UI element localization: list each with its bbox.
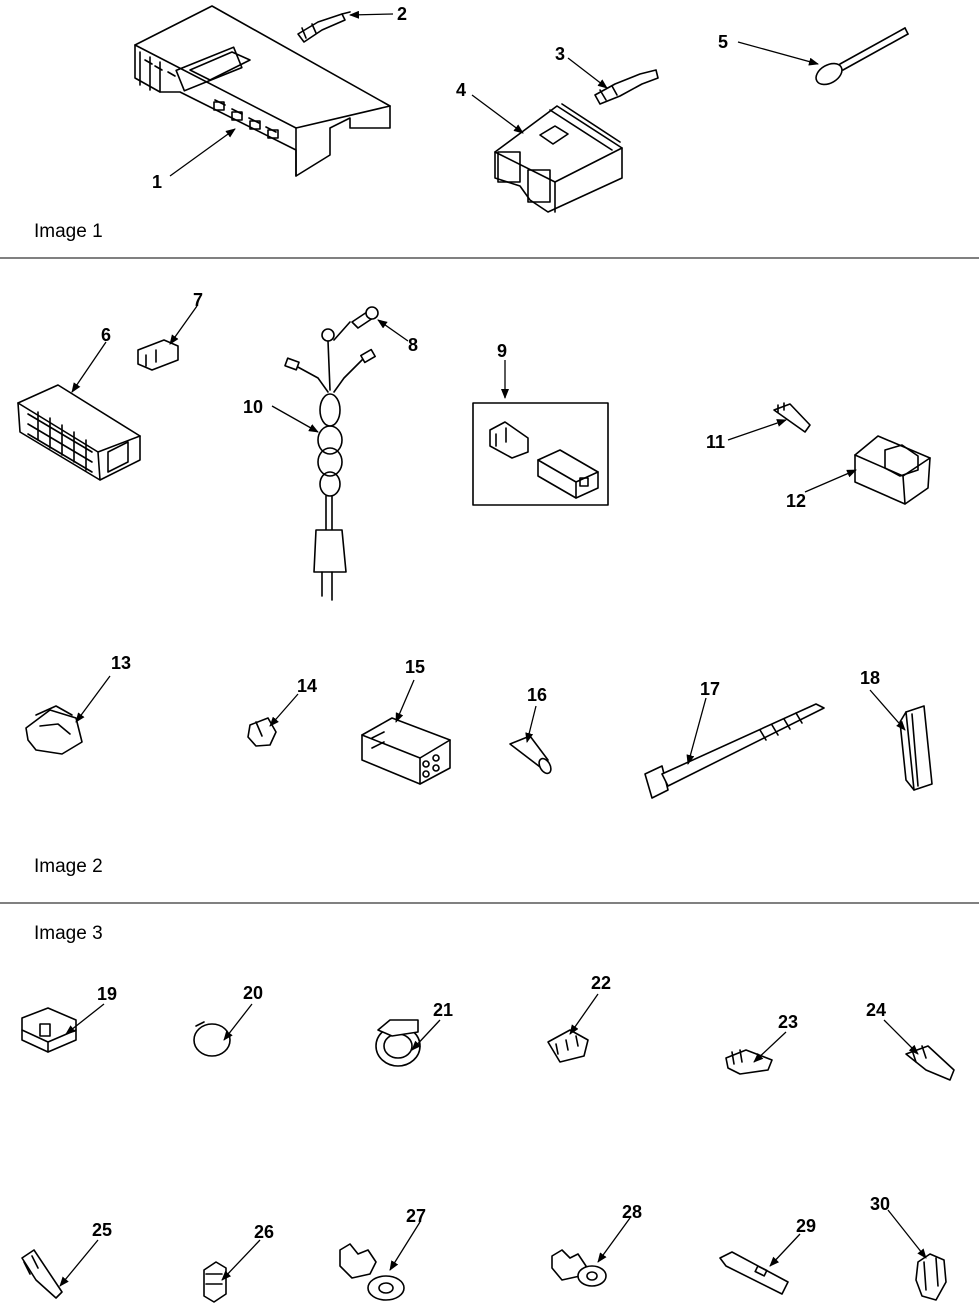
callout-7: 7 xyxy=(193,290,203,310)
section-label-image-3: Image 3 xyxy=(34,923,103,944)
part-29-flat-strap xyxy=(719,1251,789,1295)
part-10-power-cord xyxy=(284,321,376,601)
leader-12 xyxy=(804,469,857,493)
callout-24: 24 xyxy=(866,1000,886,1020)
callout-2: 2 xyxy=(397,4,407,24)
leader-3 xyxy=(567,57,608,89)
part-23-flat-terminal xyxy=(725,1049,773,1075)
callout-18: 18 xyxy=(860,668,880,688)
part-21-cable-clamp xyxy=(375,1019,421,1067)
leader-29 xyxy=(769,1233,801,1267)
part-26-terminal-sleeve xyxy=(203,1261,227,1303)
part-7-latch-clip xyxy=(137,339,179,371)
callout-23: 23 xyxy=(778,1012,798,1032)
leader-30 xyxy=(887,1209,927,1259)
leader-22 xyxy=(569,993,599,1035)
callout-9: 9 xyxy=(497,341,507,361)
part-27-ring-terminal xyxy=(339,1243,405,1301)
leader-13 xyxy=(75,675,111,723)
callout-30: 30 xyxy=(870,1194,890,1214)
callout-26: 26 xyxy=(254,1222,274,1242)
leader-17 xyxy=(686,697,707,765)
callout-21: 21 xyxy=(433,1000,453,1020)
callout-17: 17 xyxy=(700,679,720,699)
callout-10: 10 xyxy=(243,397,263,417)
callout-6: 6 xyxy=(101,325,111,345)
part-12-connector-block xyxy=(854,435,931,505)
part-17-cable-tie xyxy=(644,703,825,799)
callout-27: 27 xyxy=(406,1206,426,1226)
part-3-terminal xyxy=(594,69,659,105)
leader-21 xyxy=(411,1019,441,1051)
leader-19 xyxy=(65,1003,105,1035)
callout-15: 15 xyxy=(405,657,425,677)
callout-20: 20 xyxy=(243,983,263,1003)
leader-4 xyxy=(471,94,524,134)
part-9-kit-box xyxy=(472,402,609,506)
leader-2 xyxy=(349,10,394,19)
callout-1: 1 xyxy=(152,172,162,192)
callout-11: 11 xyxy=(706,432,725,452)
callout-28: 28 xyxy=(622,1202,642,1222)
callout-14: 14 xyxy=(297,676,317,696)
part-22-terminal-connector xyxy=(547,1029,589,1063)
leader-24 xyxy=(883,1019,919,1055)
leader-11 xyxy=(727,419,787,441)
callout-22: 22 xyxy=(591,973,611,993)
part-24-female-terminal xyxy=(905,1045,955,1081)
leader-28 xyxy=(597,1217,631,1263)
callout-5: 5 xyxy=(718,32,728,52)
leader-10 xyxy=(271,405,319,433)
leader-18 xyxy=(869,689,906,731)
callout-8: 8 xyxy=(408,335,418,355)
part-25-terminal xyxy=(21,1249,63,1299)
part-4-connector-housing xyxy=(494,103,623,213)
callout-29: 29 xyxy=(796,1216,816,1236)
callout-3: 3 xyxy=(555,44,565,64)
callout-13: 13 xyxy=(111,653,131,673)
section-label-image-2: Image 2 xyxy=(34,856,103,877)
part-15-six-pin-connector xyxy=(361,717,451,785)
callout-4: 4 xyxy=(456,80,466,100)
leader-26 xyxy=(221,1239,261,1281)
leader-1 xyxy=(169,128,236,177)
leader-27 xyxy=(389,1221,421,1271)
part-28-ring-terminal xyxy=(551,1249,607,1287)
part-19-bracket-clip xyxy=(21,1007,77,1053)
part-1-terminal-block xyxy=(134,5,391,177)
leader-20 xyxy=(223,1003,253,1041)
section-label-image-1: Image 1 xyxy=(34,221,103,242)
leader-16 xyxy=(525,705,537,743)
callout-25: 25 xyxy=(92,1220,112,1240)
part-8-screw xyxy=(351,306,379,329)
part-5-sensor-probe xyxy=(815,27,909,86)
part-14-small-clip xyxy=(247,717,277,747)
leader-8 xyxy=(377,319,409,342)
part-18-channel-clip xyxy=(899,705,933,791)
leader-23 xyxy=(753,1031,787,1063)
leader-5 xyxy=(737,41,819,66)
callout-16: 16 xyxy=(527,685,547,705)
leader-14 xyxy=(269,693,299,727)
callout-12: 12 xyxy=(786,491,806,511)
part-16-push-pin xyxy=(509,735,552,775)
leader-6 xyxy=(71,341,107,393)
leader-25 xyxy=(59,1239,99,1287)
callout-19: 19 xyxy=(97,984,117,1004)
leader-15 xyxy=(395,679,415,723)
part-11-terminal-pin xyxy=(773,402,811,433)
leader-7 xyxy=(169,305,198,345)
part-13-wire-clip xyxy=(25,705,83,755)
part-9-terminal-and-housing xyxy=(489,421,599,499)
part-30-terminal-clip xyxy=(915,1253,947,1301)
part-6-multi-pin-connector xyxy=(17,384,141,481)
part-2-terminal xyxy=(297,11,351,43)
